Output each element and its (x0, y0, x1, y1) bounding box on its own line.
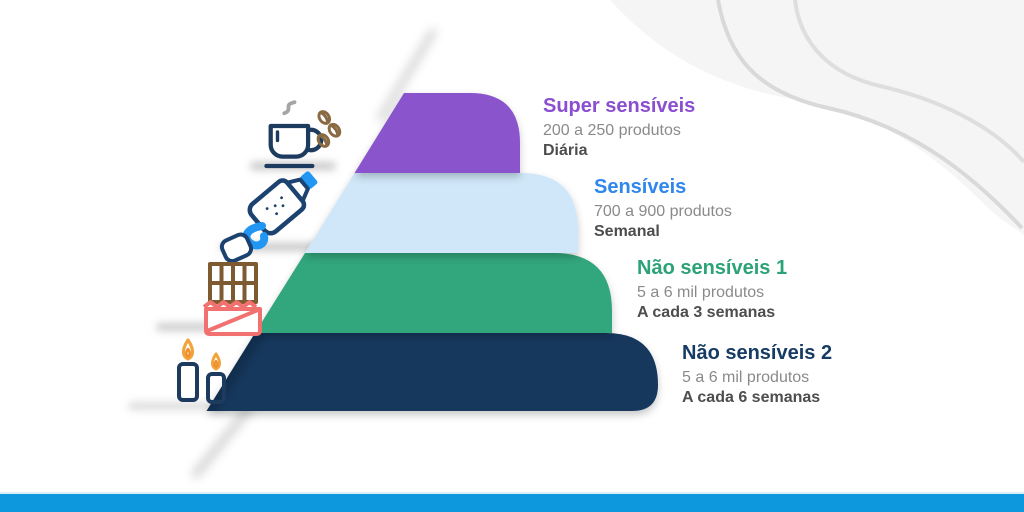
level-label-super-sensiveis: Super sensíveis 200 a 250 produtos Diári… (543, 94, 695, 161)
coffee-cup-handle (307, 127, 324, 153)
bottle-bubbles (265, 196, 285, 216)
bottom-accent-bar (0, 492, 1024, 512)
coffee-steam (282, 100, 297, 116)
candle-right (206, 352, 226, 404)
level-title: Não sensíveis 1 (637, 257, 788, 279)
chocolate-wrapper (202, 300, 262, 336)
level-frequency: A cada 3 semanas (637, 304, 776, 321)
level-label-nao-sensiveis-1: Não sensíveis 1 5 a 6 mil produtos A cad… (637, 256, 787, 323)
level-label-nao-sensiveis-2: Não sensíveis 2 5 a 6 mil produtos A cad… (682, 341, 832, 408)
band-super-sensiveis (354, 93, 520, 173)
level-products: 5 a 6 mil produtos (637, 284, 765, 301)
fold-shadow-top (378, 29, 436, 121)
wave-line-2 (793, 0, 1024, 164)
candles-card-shadow (128, 402, 228, 410)
coffee-icon (264, 100, 342, 169)
chocolate-icon (202, 262, 262, 336)
coffee-beans (316, 110, 342, 148)
level-frequency: A cada 6 semanas (682, 389, 821, 406)
level-products: 200 a 250 produtos (543, 122, 681, 139)
level-frequency: Diária (543, 142, 588, 159)
wave-fill-shape (610, 0, 1024, 235)
bottle-glass (219, 232, 254, 264)
pyramid-bands (206, 93, 658, 411)
fold-shadow-bottom (192, 406, 252, 478)
bottle-body (247, 178, 307, 236)
level-title: Sensíveis (594, 176, 687, 198)
bottle-body-group (247, 171, 318, 236)
fold-shadows (192, 29, 436, 478)
candle-left (177, 338, 199, 402)
decorative-wave-background (610, 0, 1024, 235)
level-title: Super sensíveis (543, 95, 696, 117)
level-title: Não sensíveis 2 (682, 342, 833, 364)
band-nao-sensiveis-2 (206, 333, 658, 411)
chocolate-bar-top (208, 262, 258, 304)
coffee-cup-body (268, 123, 311, 159)
level-products: 5 a 6 mil produtos (682, 369, 810, 386)
candles-icon (177, 338, 226, 404)
wave-line-1 (716, 0, 1024, 230)
bottle-cap (300, 171, 318, 189)
level-products: 700 a 900 produtos (594, 203, 732, 220)
level-label-sensiveis: Sensíveis 700 a 900 produtos Semanal (594, 175, 732, 242)
level-frequency: Semanal (594, 223, 660, 240)
band-nao-sensiveis-1 (255, 253, 612, 333)
band-sensiveis (305, 173, 578, 253)
water-bottle-icon (219, 171, 318, 264)
